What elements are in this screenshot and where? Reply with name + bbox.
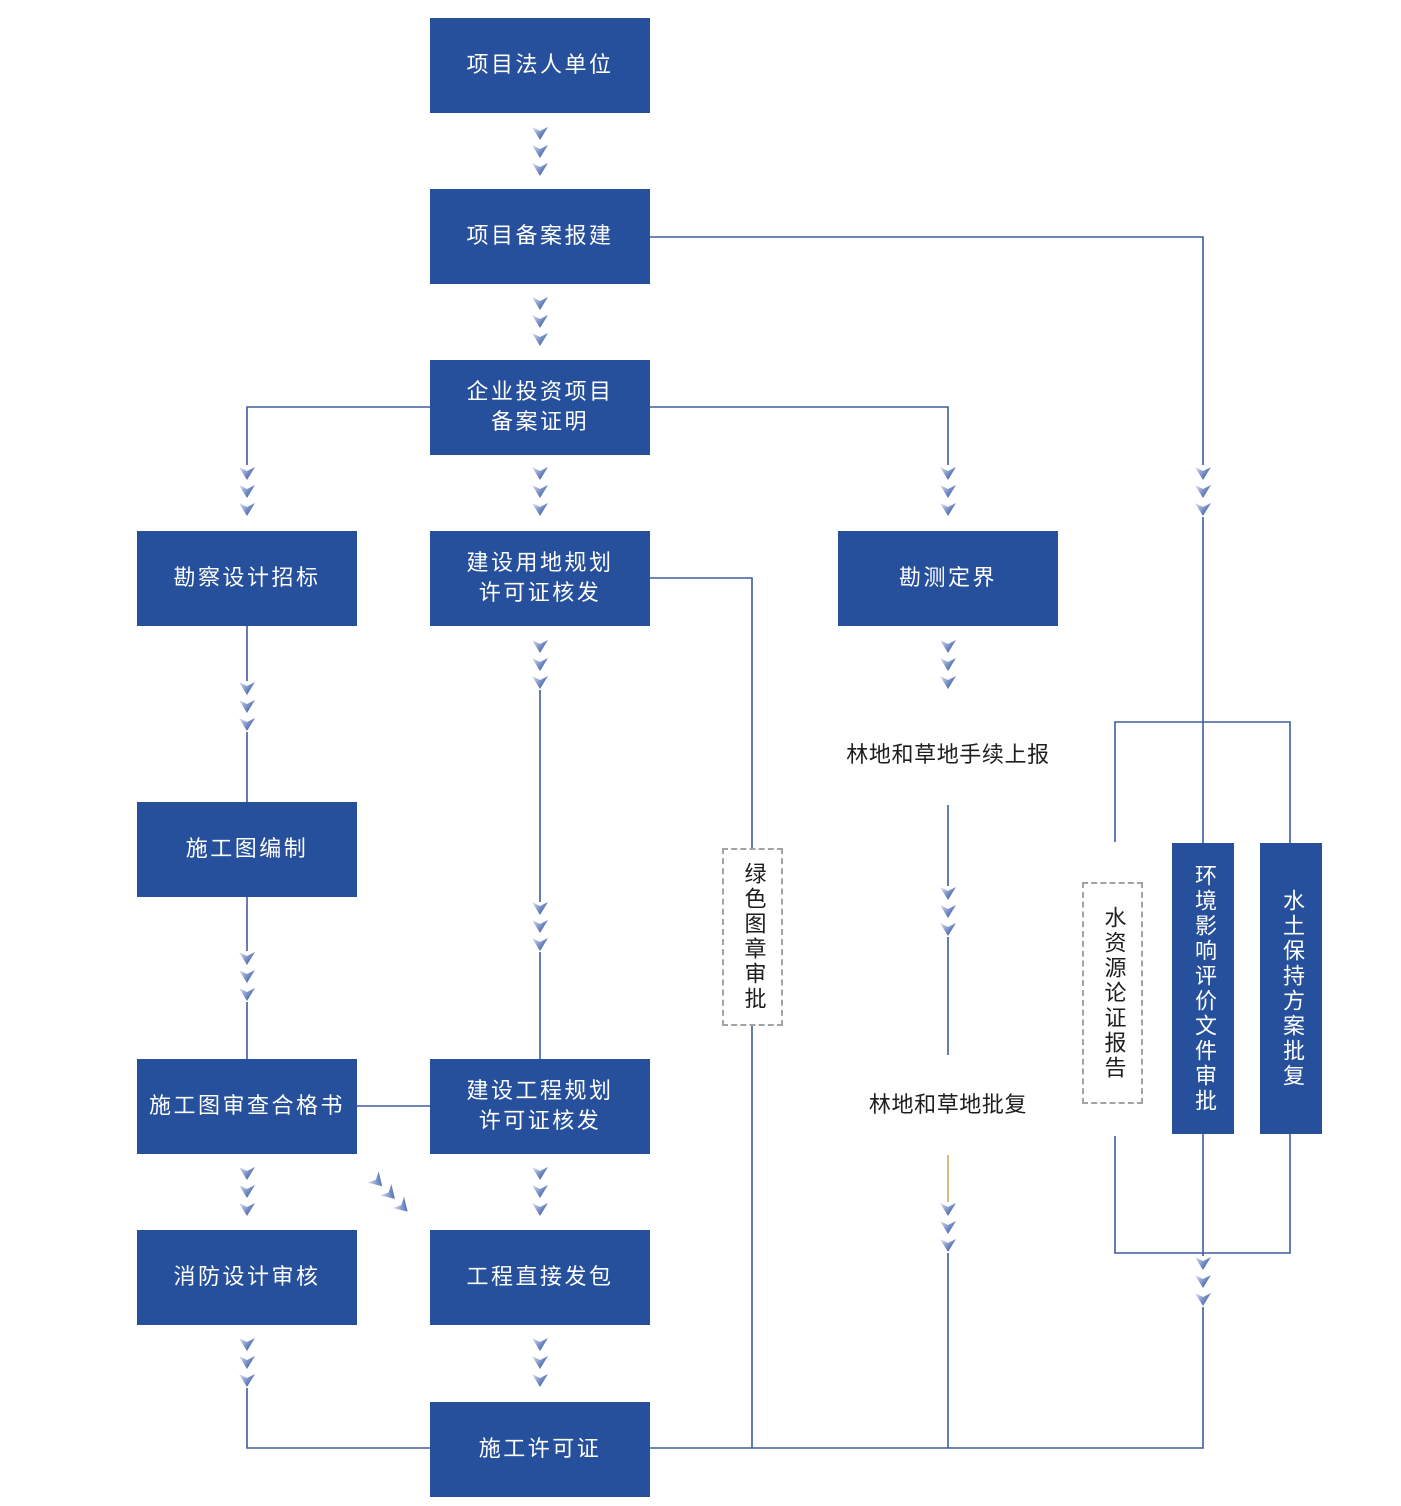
down-arrow-icon — [532, 467, 548, 516]
connector-line — [1114, 721, 1291, 843]
down-arrow-icon — [239, 1338, 255, 1387]
node-label: 勘测定界 — [898, 565, 997, 591]
node-label: 勘察设计招标 — [173, 565, 321, 591]
node-label-line: 企业投资项目 — [466, 379, 614, 405]
connector-line — [650, 406, 949, 465]
node-construction-drawing: 施工图编制 — [137, 802, 357, 897]
node-project-filing: 项目备案报建 — [430, 189, 650, 284]
node-label: 消防设计审核 — [173, 1264, 321, 1290]
node-label: 施工图编制 — [185, 836, 309, 862]
node-legal-entity: 项目法人单位 — [430, 18, 650, 113]
node-green-stamp-approval: 绿色图章审批 — [722, 848, 783, 1026]
down-arrow-icon — [239, 467, 255, 516]
node-soil-water-plan: 水土保持方案批复 — [1260, 843, 1322, 1134]
node-direct-contracting: 工程直接发包 — [430, 1230, 650, 1325]
node-fire-design-review: 消防设计审核 — [137, 1230, 357, 1325]
connector-line — [246, 1388, 430, 1449]
forest-grass-submission-label: 林地和草地手续上报 — [846, 743, 1050, 768]
down-arrow-icon — [1195, 1257, 1211, 1306]
node-label: 环境影响评价文件审批 — [1191, 863, 1216, 1114]
down-arrow-icon — [532, 1338, 548, 1387]
connector-line — [246, 406, 430, 465]
node-label-line: 许可证核发 — [478, 1108, 602, 1134]
node-eia-approval: 环境影响评价文件审批 — [1172, 843, 1234, 1134]
down-arrow-icon — [1195, 467, 1211, 516]
node-label: 项目法人单位 — [466, 52, 614, 78]
down-arrow-icon — [940, 467, 956, 516]
node-label-line: 建设用地规划 — [466, 550, 614, 576]
down-arrow-icon — [532, 902, 548, 951]
node-label-line: 许可证核发 — [478, 580, 602, 606]
node-label-line: 备案证明 — [490, 409, 589, 435]
down-arrow-icon — [940, 1203, 956, 1252]
down-arrow-icon — [239, 952, 255, 1001]
node-label: 绿色图章审批 — [740, 862, 766, 1012]
connector-line — [650, 577, 753, 848]
connector-line — [650, 1307, 1204, 1449]
diagonal-arrow-icon — [367, 1171, 414, 1218]
down-arrow-icon — [940, 640, 956, 689]
down-arrow-icon — [532, 640, 548, 689]
node-survey-boundary: 勘测定界 — [838, 531, 1058, 626]
node-drawing-review-certificate: 施工图审查合格书 — [137, 1059, 357, 1154]
down-arrow-icon — [532, 297, 548, 346]
node-label: 施工许可证 — [478, 1436, 602, 1462]
node-construction-permit: 施工许可证 — [430, 1402, 650, 1497]
node-engineering-permit: 建设工程规划 许可证核发 — [430, 1059, 650, 1154]
node-label: 工程直接发包 — [466, 1264, 614, 1290]
node-label: 水土保持方案批复 — [1279, 888, 1304, 1089]
down-arrow-icon — [239, 682, 255, 731]
connector-line — [650, 236, 1204, 465]
node-label-line: 建设工程规划 — [466, 1078, 614, 1104]
node-label: 施工图审查合格书 — [148, 1093, 345, 1119]
down-arrow-icon — [532, 1167, 548, 1216]
node-label: 项目备案报建 — [466, 223, 614, 249]
down-arrow-icon — [239, 1167, 255, 1216]
forest-grass-approval-label: 林地和草地批复 — [868, 1093, 1028, 1118]
node-water-resource-report: 水资源论证报告 — [1082, 882, 1143, 1104]
node-survey-design-bidding: 勘察设计招标 — [137, 531, 357, 626]
down-arrow-icon — [940, 887, 956, 936]
down-arrow-icon — [532, 127, 548, 176]
node-label: 水资源论证报告 — [1100, 905, 1126, 1081]
node-land-use-permit: 建设用地规划 许可证核发 — [430, 531, 650, 626]
node-investment-certificate: 企业投资项目 备案证明 — [430, 360, 650, 455]
